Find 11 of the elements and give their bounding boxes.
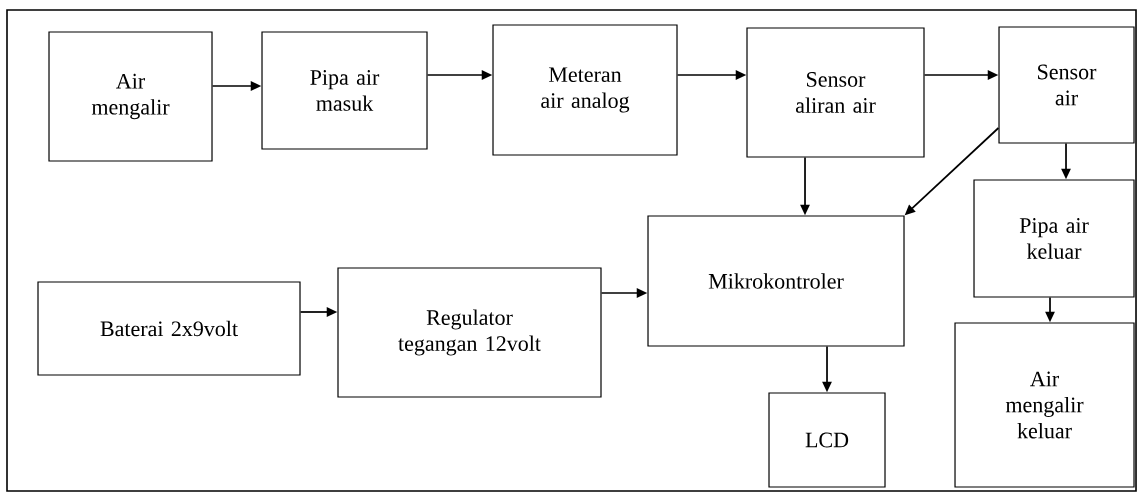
block-box: Pipa air keluar: [973, 179, 1135, 298]
block-box: Pipa air masuk: [261, 31, 428, 150]
block-box: Regulator tegangan 12volt: [337, 267, 602, 398]
block-box: LCD: [768, 392, 886, 488]
block-box: Meteran air analog: [492, 24, 678, 156]
block-box: Sensor air: [998, 26, 1135, 144]
block-box: Air mengalir keluar: [954, 322, 1135, 488]
block-box: Air mengalir: [48, 31, 213, 162]
block-box: Mikrokontroler: [647, 215, 905, 347]
block-box: Sensor aliran air: [746, 27, 925, 158]
block-box: Baterai 2x9volt: [37, 281, 301, 376]
